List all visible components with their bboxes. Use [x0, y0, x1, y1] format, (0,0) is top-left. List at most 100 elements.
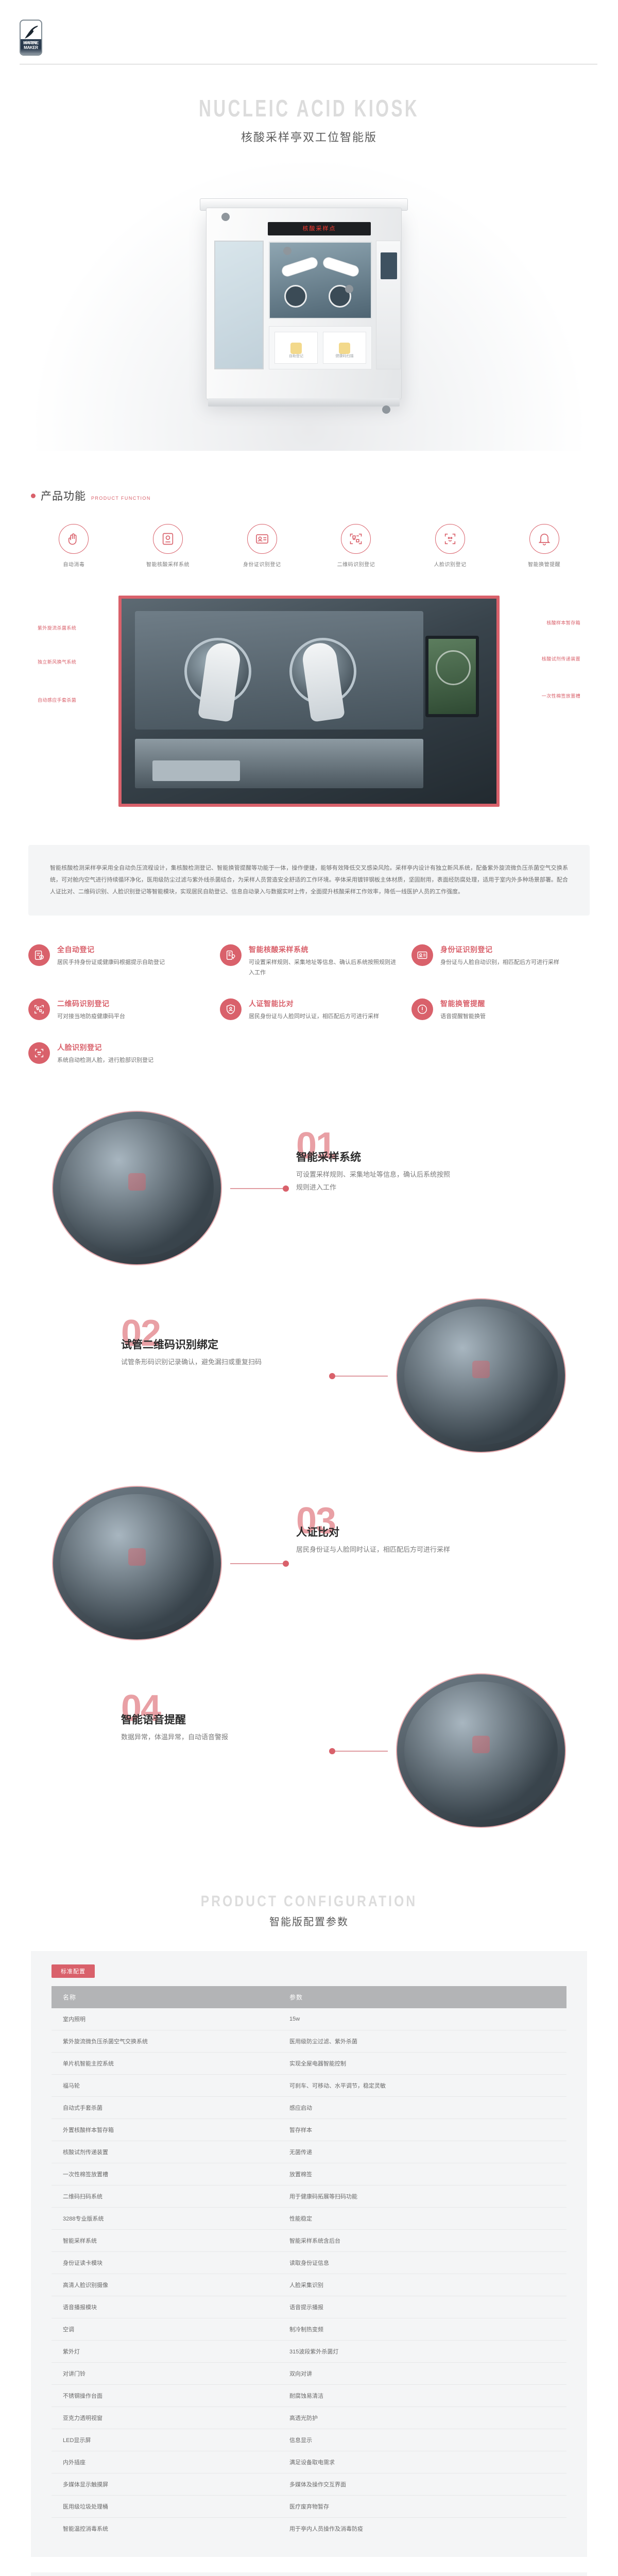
showcase-row: 02 试管二维码识别绑定 试管条形码识别记录确认，避免漏扫或重复扫码	[28, 1298, 590, 1468]
table-row: LED显示屏信息显示	[52, 2429, 566, 2452]
table-row: 外置核酸样本暂存箱暂存样本	[52, 2119, 566, 2142]
showcase-image-inner	[60, 1494, 214, 1633]
table-row: 高清人脸识别摄像人脸采集识别	[52, 2274, 566, 2297]
config-title-en: PRODUCT CONFIGURATION	[200, 1893, 418, 1910]
kiosk-side-screen	[381, 252, 397, 279]
icon-strip-item: 二维码识别登记	[311, 524, 402, 568]
qrcode-scan-icon	[341, 524, 371, 554]
showcase-image	[52, 1111, 222, 1266]
showcase-text-block: 01 智能采样系统 可设置采样规则、采集地址等信息，确认后系统按照规则进入工作	[296, 1125, 518, 1194]
feature-title: 人证智能比对	[249, 999, 294, 1008]
optional-config-block: 可选配置 名称 参数 LED显示屏用于播放防疫宣传室内消毒系统雾化消毒杀菌体温检…	[31, 2572, 587, 2576]
feature-desc: 居民身份证与人脸同时认证，相匹配后方可进行采样	[249, 1013, 379, 1020]
feature-desc: 身份证与人脸自动识别，相匹配后方可进行采样	[440, 959, 559, 966]
table-row: 多媒体显示触摸屏多媒体及操作交互界面	[52, 2473, 566, 2496]
table-cell-param: 人脸采集识别	[278, 2274, 566, 2297]
showcase-desc: 数据异常，体温异常，自动语音警报	[121, 1733, 229, 1741]
table-cell-name: 紫外旋流微负压杀菌空气交换系统	[52, 2030, 278, 2053]
table-cell-param: 可刹车、可移动、水平调节，稳定灵敏	[278, 2074, 566, 2097]
showcase-image-highlight	[472, 1361, 490, 1379]
table-cell-param: 暂存样本	[278, 2119, 566, 2142]
showcase-desc: 可设置采样规则、采集地址等信息，确认后系统按照规则进入工作	[296, 1170, 451, 1191]
feature-title: 人脸识别登记	[57, 1043, 102, 1052]
kiosk-door-glass	[214, 241, 264, 369]
section-heading-function: 产品功能 PRODUCT FUNCTION	[31, 488, 618, 503]
table-cell-name: 室内照明	[52, 2008, 278, 2031]
table-cell-name: 紫外灯	[52, 2340, 278, 2363]
table-cell-param: 信息显示	[278, 2429, 566, 2452]
table-cell-param: 多媒体及操作交互界面	[278, 2473, 566, 2496]
table-cell-name: 一次性棉签放置槽	[52, 2163, 278, 2186]
showcase-image-highlight	[128, 1173, 146, 1191]
id-card-icon	[411, 944, 433, 967]
table-row: 核酸试剂传递装置无菌传递	[52, 2141, 566, 2164]
table-row: 二维码扫码系统用于健康码拓展等扫码功能	[52, 2185, 566, 2208]
interior-work-panel	[135, 611, 423, 730]
logo-sea-band	[21, 39, 41, 55]
showcase-row: 03 人证比对 居民身份证与人脸同时认证，相匹配后方可进行采样	[28, 1486, 590, 1656]
showcase-number: 04	[121, 1688, 161, 1730]
feature-item: 全自动登记 居民手持身份证或健康码根据提示自助登记	[28, 944, 207, 978]
icon-strip-item: 人脸识别登记	[405, 524, 496, 568]
table-row: 3288专业版系统性能稳定	[52, 2207, 566, 2230]
table-row: 一次性棉签放置槽放置棉签	[52, 2163, 566, 2186]
feature-desc: 居民手持身份证或健康码根据提示自助登记	[57, 959, 165, 966]
feature-title: 二维码识别登记	[57, 999, 110, 1008]
table-cell-param: 高透光防护	[278, 2406, 566, 2430]
table-cell-name: 语音播报模块	[52, 2296, 278, 2319]
showcase-section: 01 智能采样系统 可设置采样规则、采集地址等信息，确认后系统按照规则进入工作 …	[0, 1111, 618, 1843]
brand-logo: 威鲸智能 MARINE MAKER	[20, 20, 42, 56]
qrcode-scan-icon	[28, 998, 50, 1020]
feature-title: 身份证识别登记	[440, 945, 493, 954]
showcase-image-highlight	[472, 1736, 490, 1754]
table-row: 亚克力透明视窗高透光防护	[52, 2406, 566, 2430]
showcase-number: 01	[296, 1125, 336, 1167]
function-icon-strip: 自动消毒 智能核酸采样系统 身份证识别登记 二维码识别登记 人脸识别登记	[28, 524, 590, 568]
table-cell-param: 实现全屋电器智能控制	[278, 2052, 566, 2075]
interior-photo	[118, 596, 500, 807]
showcase-connector	[230, 1185, 289, 1192]
table-cell-name: 3288专业版系统	[52, 2207, 278, 2230]
table-cell-name: 身份证读卡模块	[52, 2251, 278, 2275]
feature-text: 智能核酸采样系统 可设置采样规则、采集地址等信息、确认后系统按照规则进入工作	[249, 944, 398, 978]
feature-text: 人证智能比对 居民身份证与人脸同时认证，相匹配后方可进行采样	[249, 998, 379, 1022]
face-recognition-icon	[435, 524, 465, 554]
face-scan-icon	[28, 1042, 50, 1064]
sampling-window-icon	[152, 524, 183, 554]
kiosk-base	[208, 398, 400, 406]
table-cell-name: LED显示屏	[52, 2429, 278, 2452]
kiosk-card-right: 健康码扫描	[323, 332, 366, 364]
hero-title-en: NUCLEIC ACID KIOSK	[199, 95, 419, 122]
showcase-image	[52, 1486, 222, 1641]
table-cell-param: 医疗废弃物暂存	[278, 2495, 566, 2518]
feature-text: 人脸识别登记 系统自动检测人脸，进行脸部识别登记	[57, 1042, 153, 1065]
table-cell-name: 对讲门铃	[52, 2362, 278, 2385]
showcase-text-block: 04 智能语音提醒 数据异常，体温异常，自动语音警报	[121, 1688, 342, 1743]
kiosk-caster	[382, 405, 390, 414]
icon-strip-item: 智能换管提醒	[499, 524, 590, 568]
alert-bell-icon	[529, 524, 559, 554]
table-cell-name: 亚克力透明视窗	[52, 2406, 278, 2430]
auto-register-icon	[28, 944, 50, 967]
showcase-number: 02	[121, 1313, 161, 1354]
connector-dot-icon	[329, 1748, 335, 1755]
connector-dot-icon	[283, 1185, 289, 1192]
table-cell-param: 满足设备取电需求	[278, 2451, 566, 2474]
table-cell-param: 双向对讲	[278, 2362, 566, 2385]
table-row: 福马轮可刹车、可移动、水平调节，稳定灵敏	[52, 2074, 566, 2097]
kiosk-card-label-left: 自助登记	[289, 354, 303, 358]
feature-text: 身份证识别登记 身份证与人脸自动识别，相匹配后方可进行采样	[440, 944, 559, 968]
table-cell-name: 二维码扫码系统	[52, 2185, 278, 2208]
icon-strip-item: 身份证识别登记	[216, 524, 307, 568]
shield-person-icon	[220, 998, 242, 1020]
showcase-row: 01 智能采样系统 可设置采样规则、采集地址等信息，确认后系统按照规则进入工作	[28, 1111, 590, 1281]
table-cell-param: 制冷制热变频	[278, 2318, 566, 2341]
standard-config-tag: 标准配置	[52, 1964, 95, 1978]
feature-title: 全自动登记	[57, 945, 95, 954]
callout-left: 独立新风换气系统	[38, 659, 77, 665]
showcase-title: 试管二维码识别绑定	[121, 1338, 218, 1351]
table-cell-param: 性能稳定	[278, 2207, 566, 2230]
kiosk-caster	[283, 247, 291, 255]
